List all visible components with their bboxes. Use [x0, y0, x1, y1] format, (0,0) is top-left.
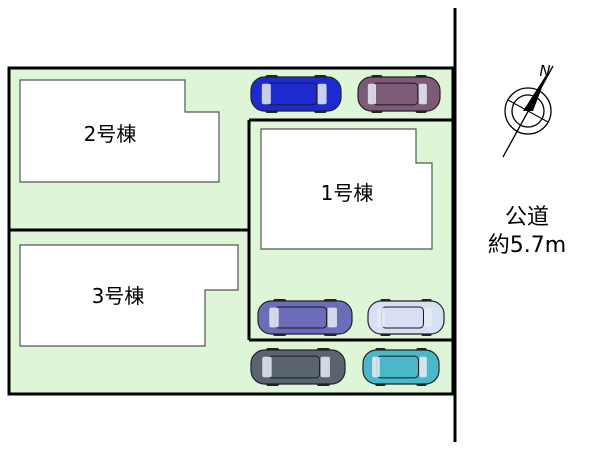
- road-name-label: 公道: [505, 205, 549, 230]
- car-purple-icon: [257, 299, 353, 336]
- building-3-footprint: [19, 244, 239, 347]
- car-teal-icon: [362, 348, 440, 386]
- cars-layer: [250, 75, 445, 386]
- building-3-label: 3号棟: [92, 284, 145, 308]
- building-2-label: 2号棟: [84, 122, 137, 146]
- car-lavender-icon: [367, 299, 445, 336]
- compass-icon: [502, 65, 554, 158]
- car-mauve-icon: [357, 75, 441, 113]
- building-1-label: 1号棟: [321, 181, 374, 205]
- car-blue-icon: [250, 75, 342, 113]
- building-2-footprint: [19, 79, 220, 183]
- compass-north-label: N: [539, 62, 550, 80]
- road-width-label: 約5.7m: [488, 233, 566, 258]
- building-1-footprint: [260, 128, 433, 250]
- car-gray-icon: [250, 348, 346, 386]
